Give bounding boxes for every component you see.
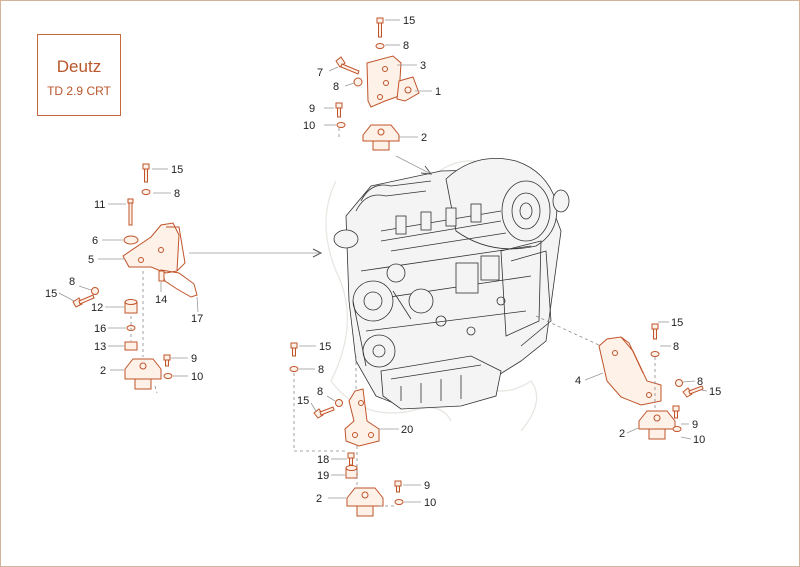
washer-icon: [375, 43, 385, 49]
washer-icon: [91, 287, 99, 295]
washer-icon: [123, 235, 139, 245]
callout-label: 8: [673, 341, 679, 353]
top-mount-group: [324, 17, 432, 151]
title-box: Deutz TD 2.9 CRT: [37, 34, 121, 116]
callout-label: 15: [709, 386, 721, 398]
bolt-icon: [158, 270, 165, 282]
callout-label: 15: [319, 341, 331, 353]
bracket-icon: [344, 388, 380, 447]
callout-label: 15: [171, 164, 183, 176]
bolt-icon: [335, 56, 360, 75]
brand-label: Deutz: [56, 57, 102, 76]
callout-label: 8: [333, 81, 339, 93]
callout-label: 10: [424, 497, 436, 509]
callout-label: 10: [191, 371, 203, 383]
bolt-icon: [142, 163, 150, 183]
callout-label: 14: [155, 294, 167, 306]
callout-label: 8: [174, 188, 180, 200]
nut-icon: [163, 373, 173, 379]
washer-icon: [141, 189, 151, 195]
callouts-left: 15 8 11 6 5 8 15 14 12 17 16 13 2 9 10: [45, 164, 203, 383]
bracket-icon: [366, 55, 402, 108]
bolt-icon: [376, 17, 384, 38]
stud-icon: [127, 198, 134, 226]
callout-label: 7: [317, 67, 323, 79]
nut-icon: [672, 426, 682, 432]
callout-label: 4: [575, 375, 581, 387]
callout-label: 17: [191, 313, 203, 325]
callout-label: 3: [420, 60, 426, 72]
washer-icon: [675, 379, 683, 387]
callout-label: 11: [94, 199, 105, 211]
bracket-clip-icon: [160, 269, 198, 298]
bolt-icon: [72, 294, 95, 308]
plate-icon: [396, 76, 420, 102]
bracket-icon: [598, 336, 662, 406]
callout-label: 8: [697, 376, 703, 388]
callout-label: 6: [92, 235, 98, 247]
callout-label: 9: [309, 103, 315, 115]
callout-label: 2: [421, 132, 427, 144]
callout-label: 15: [297, 395, 309, 407]
callout-label: 19: [317, 470, 329, 482]
bolt-icon: [347, 452, 355, 466]
callout-label: 18: [317, 454, 329, 466]
callout-label: 16: [94, 323, 106, 335]
engine-mount-icon: [346, 487, 384, 517]
callout-label: 2: [619, 428, 625, 440]
bolt-icon: [651, 323, 659, 340]
washer-icon: [289, 366, 299, 372]
left-mount-group: [58, 163, 199, 394]
callouts-right: 15 8 4 8 15 9 2 10: [575, 317, 721, 446]
nut-icon: [124, 341, 138, 351]
washer-icon: [650, 351, 660, 357]
bolt-icon: [290, 342, 298, 357]
callouts-middle: 15 8 8 15 20 18 19 9 2 10: [297, 341, 436, 509]
callout-label: 8: [318, 364, 324, 376]
callout-label: 15: [671, 317, 683, 329]
callout-label: 8: [69, 276, 75, 288]
callout-label: 1: [435, 86, 441, 98]
callout-label: 8: [403, 40, 409, 52]
bolt-icon: [313, 406, 335, 419]
bolt-icon: [394, 480, 402, 493]
spacer-icon: [345, 465, 358, 479]
callout-label: 5: [88, 254, 94, 266]
engine-mount-icon: [124, 358, 162, 390]
callout-label: 9: [191, 353, 197, 365]
callout-label: 9: [424, 480, 430, 492]
callout-label: 13: [94, 341, 106, 353]
callout-label: 10: [303, 120, 315, 132]
bracket-icon: [122, 222, 186, 274]
bolt-icon: [163, 354, 171, 367]
middle-mount-group: [289, 342, 421, 517]
bolt-icon: [672, 405, 680, 419]
callout-label: 2: [316, 493, 322, 505]
engine-mount-icon: [638, 410, 676, 440]
model-label: TD 2.9 CRT: [47, 84, 111, 98]
spacer-icon: [124, 299, 138, 314]
callout-label: 2: [100, 365, 106, 377]
washer-icon: [335, 399, 343, 407]
callouts-top: 15 8 7 8 3 1 9 10 2: [303, 15, 441, 144]
callout-label: 9: [692, 419, 698, 431]
engine-mount-icon: [362, 124, 400, 151]
right-mount-group: [584, 321, 708, 440]
callout-label: 8: [317, 386, 323, 398]
nut-icon: [336, 122, 346, 128]
bolt-icon: [335, 102, 343, 118]
nut-icon: [394, 499, 404, 505]
bolt-icon: [682, 385, 704, 398]
washer-icon: [353, 77, 363, 87]
callout-label: 15: [45, 288, 57, 300]
engine-assembly: [333, 158, 570, 410]
callout-label: 12: [91, 302, 103, 314]
callout-label: 15: [403, 15, 415, 27]
callout-label: 10: [693, 434, 705, 446]
callout-label: 20: [401, 424, 413, 436]
